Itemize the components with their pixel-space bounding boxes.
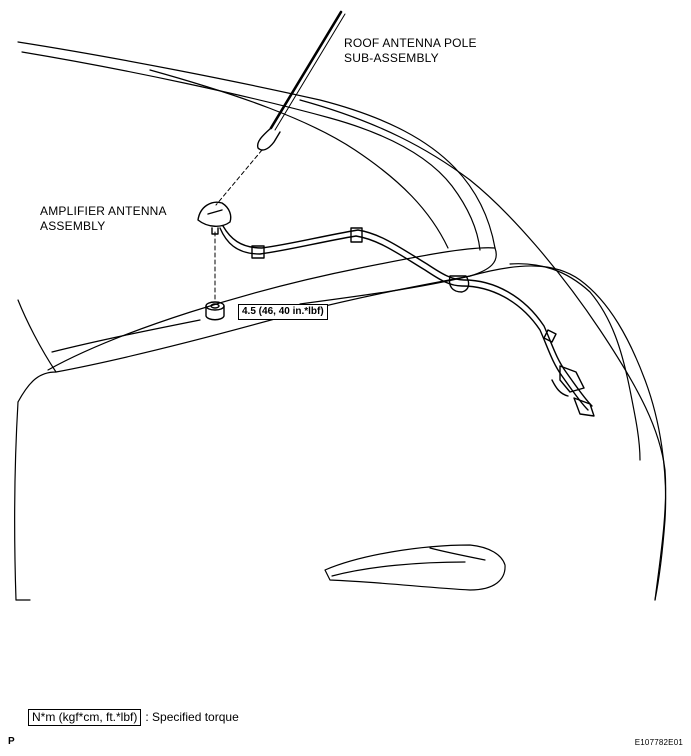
assembly-lines	[214, 149, 263, 301]
amplifier-antenna-label-line-1: AMPLIFIER ANTENNA	[40, 204, 167, 218]
amplifier-antenna-label: AMPLIFIER ANTENNA ASSEMBLY	[40, 204, 167, 234]
antenna-nut	[205, 301, 225, 321]
roof-antenna-pole-label-line-1: ROOF ANTENNA POLE	[344, 36, 477, 50]
roof-antenna-pole-label-line-2: SUB-ASSEMBLY	[344, 51, 439, 65]
roof-outline	[14, 41, 667, 601]
amplifier-antenna-base	[197, 201, 232, 235]
page-letter: P	[8, 736, 15, 747]
torque-specification: 4.5 (46, 40 in.*lbf)	[238, 304, 328, 320]
roof-antenna-pole-label: ROOF ANTENNA POLE SUB-ASSEMBLY	[344, 36, 477, 66]
rear-spoiler	[324, 544, 506, 591]
legend-unit-box: N*m (kgf*cm, ft.*lbf)	[28, 709, 142, 726]
amplifier-antenna-label-line-2: ASSEMBLY	[40, 219, 106, 233]
legend-description: : Specified torque	[145, 710, 239, 724]
torque-legend: N*m (kgf*cm, ft.*lbf): Specified torque	[28, 709, 239, 726]
figure-code: E107782E01	[634, 738, 683, 747]
antenna-cable	[219, 225, 595, 417]
antenna-pole	[256, 10, 346, 151]
